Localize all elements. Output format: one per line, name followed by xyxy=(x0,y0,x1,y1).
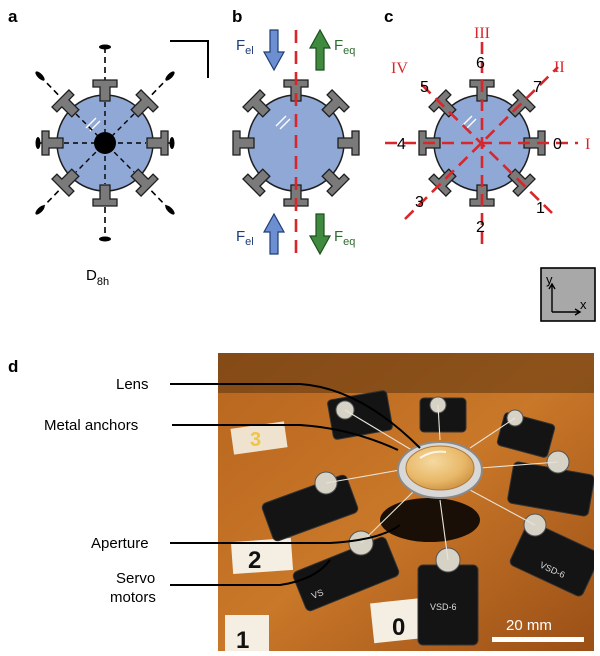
label-servo: Servo xyxy=(116,570,155,587)
panel-c: c 0 1 2 3 4 5 6 7 xyxy=(384,7,596,322)
axis-label-i: I xyxy=(585,136,590,153)
force-el-arrow-bottom xyxy=(262,212,286,255)
panel-a-letter: a xyxy=(8,7,18,26)
callout-labels: Lens Metal anchors Aperture Servo motors xyxy=(44,376,156,606)
anchor-number-3: 3 xyxy=(415,194,424,211)
anchor-number-5: 5 xyxy=(420,79,429,96)
label-motors: motors xyxy=(110,589,156,606)
board-number-1: 1 xyxy=(236,627,249,654)
force-eq-arrow-bottom xyxy=(308,213,332,256)
force-el-label-bottom: Fel xyxy=(236,228,254,248)
symmetry-label: D8h xyxy=(86,267,109,288)
label-lens: Lens xyxy=(116,376,149,393)
label-aperture: Aperture xyxy=(91,535,149,552)
leader-lines xyxy=(170,383,421,586)
force-eq-arrow-top xyxy=(308,28,332,71)
panel-a-center-dot xyxy=(94,132,116,154)
apparatus-photo: VSD-6 VSD-6 VS 3 2 1 0 20 mm xyxy=(218,353,594,654)
anchor-number-4: 4 xyxy=(397,136,406,153)
force-el-label-top: Fel xyxy=(236,37,254,57)
label-metal-anchors: Metal anchors xyxy=(44,417,138,434)
panel-c-axis-labels: I II III IV xyxy=(391,25,590,153)
servo-tag-2: VSD-6 xyxy=(430,602,457,612)
force-el-arrow-top xyxy=(262,29,286,72)
panel-a-corner-bracket xyxy=(170,40,209,78)
coordinate-arrows xyxy=(548,282,582,316)
panel-a: a xyxy=(8,7,209,288)
board-number-3: 3 xyxy=(250,429,261,451)
force-eq-label-bottom: Feq xyxy=(334,228,355,248)
panel-d: d xyxy=(8,353,594,654)
anchor-number-6: 6 xyxy=(476,55,485,72)
panel-b-lens-glint xyxy=(275,115,291,130)
coord-x-label: x xyxy=(580,297,587,312)
axis-label-iii: III xyxy=(474,25,490,42)
board-number-2: 2 xyxy=(248,547,261,574)
panel-a-end-caps xyxy=(35,44,175,242)
coord-y-label: y xyxy=(546,272,553,287)
panel-b: b Fel Feq Fel Feq xyxy=(232,7,360,256)
anchor-number-0: 0 xyxy=(553,136,562,153)
panel-c-anchor-numbers: 0 1 2 3 4 5 6 7 xyxy=(397,55,562,236)
force-eq-label-top: Feq xyxy=(334,37,355,57)
scalebar-label: 20 mm xyxy=(506,617,552,634)
panel-b-letter: b xyxy=(232,7,242,26)
panel-c-symmetry-axes xyxy=(385,42,578,246)
axis-label-ii: II xyxy=(554,59,565,76)
anchor-number-1: 1 xyxy=(536,200,545,217)
panel-c-letter: c xyxy=(384,7,393,26)
axis-label-iv: IV xyxy=(391,60,408,77)
panel-d-letter: d xyxy=(8,357,18,376)
scalebar xyxy=(492,637,584,642)
anchor-number-7: 7 xyxy=(533,79,542,96)
board-number-0: 0 xyxy=(392,614,405,641)
servo-tag-3: VS xyxy=(310,587,325,601)
anchor-number-2: 2 xyxy=(476,219,485,236)
